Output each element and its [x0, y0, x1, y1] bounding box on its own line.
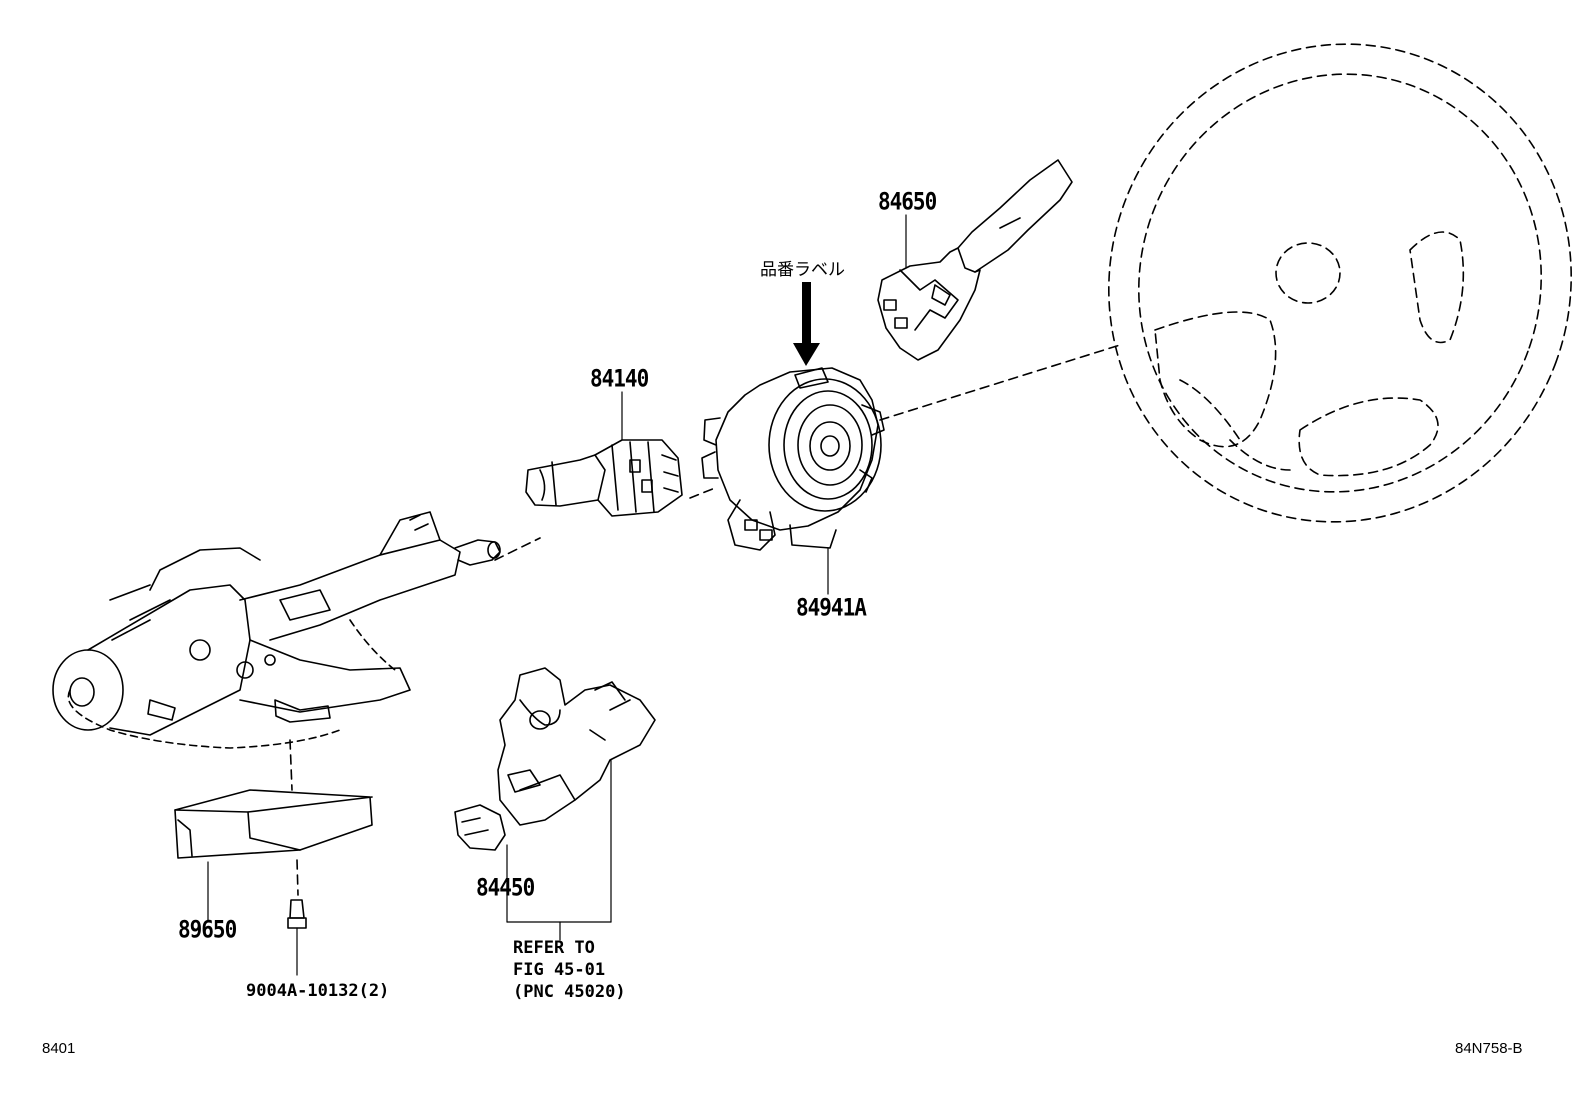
- part-89650-illustration: [174, 789, 373, 921]
- part-84650-illustration: [877, 159, 1073, 361]
- part-label-89650: 89650: [178, 915, 237, 944]
- steering-column-illustration: [52, 511, 501, 749]
- part-84140-illustration: [525, 391, 683, 517]
- down-arrow-icon: [793, 282, 820, 366]
- part-label-bolt: 9004A-10132(2): [246, 981, 390, 1001]
- refer-bracket: [506, 921, 612, 941]
- part-84941A-illustration: [701, 367, 885, 595]
- bolt-illustration: [287, 899, 307, 976]
- refer-note-line1: REFER TO: [513, 938, 595, 958]
- part-label-84941A: 84941A: [796, 593, 867, 622]
- figure-number-left: 8401: [42, 1040, 76, 1057]
- ignition-switch-illustration: [497, 667, 656, 923]
- part-number-label-callout: 品番ラベル: [760, 260, 845, 280]
- refer-note-line2: FIG 45-01: [513, 960, 606, 980]
- drawing-code-right: 84N758-B: [1455, 1040, 1523, 1057]
- part-label-84140: 84140: [590, 364, 649, 393]
- part-label-84450: 84450: [476, 873, 535, 902]
- part-label-84650: 84650: [878, 187, 937, 216]
- part-84450-illustration: [454, 804, 508, 923]
- steering-wheel: [1108, 43, 1572, 523]
- assembly-axis-line: [289, 344, 1121, 896]
- refer-note-line3: (PNC 45020): [513, 982, 626, 1002]
